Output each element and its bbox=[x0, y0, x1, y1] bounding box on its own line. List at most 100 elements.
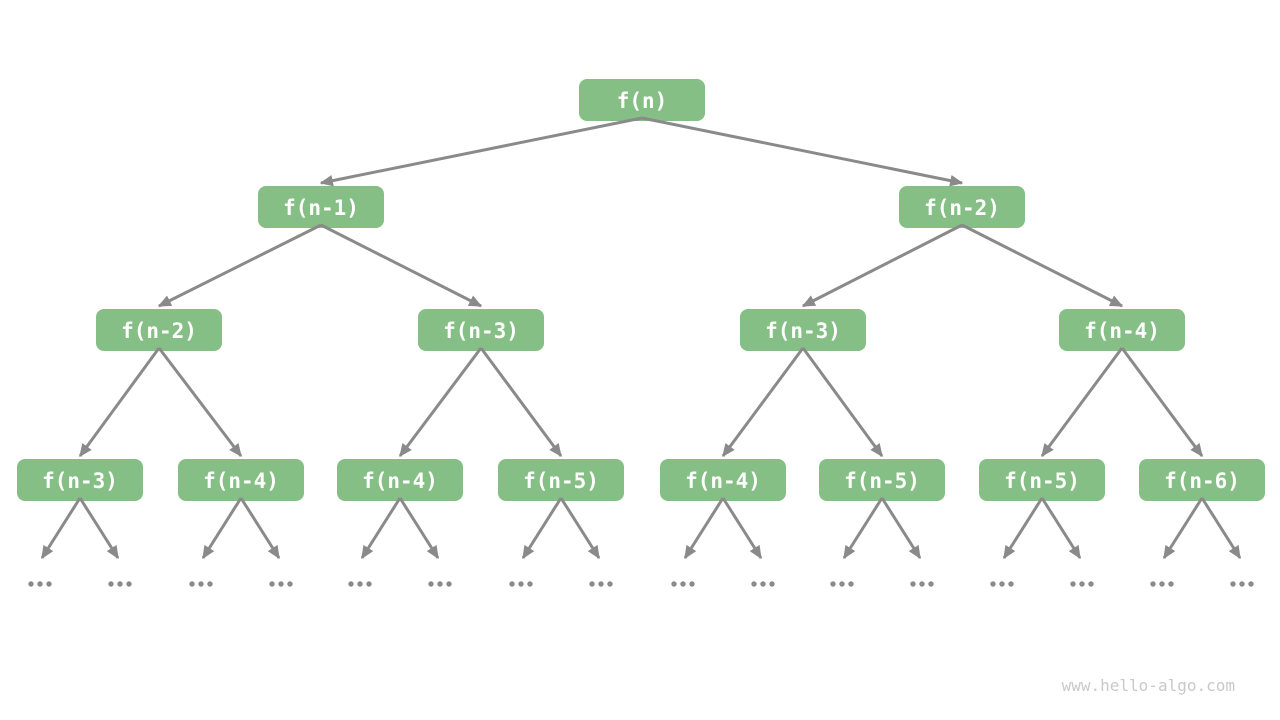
tree-node: f(n-1) bbox=[258, 186, 384, 228]
tree-edge bbox=[201, 497, 243, 560]
tree-node-label: f(n-4) bbox=[362, 469, 438, 493]
ellipsis-dot bbox=[848, 581, 854, 587]
tree-node-box bbox=[498, 459, 624, 501]
tree-edge bbox=[78, 347, 161, 458]
ellipsis-dots bbox=[28, 581, 52, 587]
ellipsis-dots bbox=[1230, 581, 1254, 587]
ellipsis-dots bbox=[1150, 581, 1174, 587]
tree-node-label: f(n-4) bbox=[1084, 319, 1160, 343]
tree-edges-layer bbox=[40, 116, 1242, 560]
tree-node: f(n-2) bbox=[96, 309, 222, 351]
ellipsis-dot bbox=[126, 581, 132, 587]
tree-node-box bbox=[1059, 309, 1185, 351]
tree-node-label: f(n-5) bbox=[523, 469, 599, 493]
tree-node-box bbox=[740, 309, 866, 351]
ellipsis-dot bbox=[1150, 581, 1156, 587]
ellipsis-dot bbox=[46, 581, 52, 587]
ellipsis-dot bbox=[1159, 581, 1165, 587]
ellipsis-dots bbox=[1070, 581, 1094, 587]
tree-nodes-layer: f(n) f(n-1) f(n-2) f(n-2) f(n-3) f(n-3) f(n-4)… bbox=[17, 79, 1265, 501]
ellipsis-dot bbox=[117, 581, 123, 587]
ellipsis-dots bbox=[589, 581, 613, 587]
ellipsis-dots bbox=[428, 581, 452, 587]
tree-node-box bbox=[96, 309, 222, 351]
tree-node-box bbox=[579, 79, 705, 121]
ellipsis-dot bbox=[830, 581, 836, 587]
tree-edge bbox=[398, 347, 483, 458]
tree-node-box bbox=[418, 309, 544, 351]
ellipsis-dot bbox=[589, 581, 595, 587]
ellipsis-dots bbox=[830, 581, 854, 587]
tree-node-box bbox=[258, 186, 384, 228]
ellipsis-dot bbox=[446, 581, 452, 587]
ellipsis-dot bbox=[999, 581, 1005, 587]
tree-node: f(n-5) bbox=[498, 459, 624, 501]
tree-node-box bbox=[1139, 459, 1265, 501]
tree-node-label: f(n-6) bbox=[1164, 469, 1240, 493]
tree-node: f(n-3) bbox=[418, 309, 544, 351]
ellipsis-dots bbox=[910, 581, 934, 587]
ellipsis-dot bbox=[348, 581, 354, 587]
ellipsis-dots bbox=[990, 581, 1014, 587]
tree-node-label: f(n-1) bbox=[283, 196, 359, 220]
ellipsis-dot bbox=[990, 581, 996, 587]
ellipsis-dot bbox=[1070, 581, 1076, 587]
ellipsis-dot bbox=[769, 581, 775, 587]
tree-edge bbox=[683, 497, 725, 560]
ellipsis-dot bbox=[28, 581, 34, 587]
tree-node: f(n-2) bbox=[899, 186, 1025, 228]
ellipsis-dot bbox=[910, 581, 916, 587]
ellipsis-dot bbox=[269, 581, 275, 587]
ellipsis-dot bbox=[760, 581, 766, 587]
tree-node-box bbox=[660, 459, 786, 501]
tree-node-label: f(n-3) bbox=[765, 319, 841, 343]
tree-edge bbox=[1120, 347, 1204, 458]
ellipsis-dot bbox=[207, 581, 213, 587]
ellipsis-dot bbox=[287, 581, 293, 587]
tree-edge bbox=[157, 223, 322, 308]
ellipsis-dot bbox=[928, 581, 934, 587]
tree-node: f(n-5) bbox=[819, 459, 945, 501]
tree-edge bbox=[1002, 497, 1044, 560]
ellipsis-dot bbox=[366, 581, 372, 587]
tree-node: f(n-4) bbox=[178, 459, 304, 501]
tree-node-label: f(n-5) bbox=[1004, 469, 1080, 493]
ellipsis-dots bbox=[108, 581, 132, 587]
tree-node-label: f(n-2) bbox=[121, 319, 197, 343]
tree-node-box bbox=[17, 459, 143, 501]
tree-edge bbox=[801, 347, 884, 458]
tree-edge bbox=[1040, 497, 1082, 560]
tree-edge bbox=[559, 497, 601, 560]
ellipsis-dot bbox=[518, 581, 524, 587]
tree-edge bbox=[721, 497, 763, 560]
ellipsis-dot bbox=[751, 581, 757, 587]
tree-edge bbox=[78, 497, 120, 560]
tree-edge bbox=[880, 497, 922, 560]
tree-edge bbox=[319, 116, 643, 187]
ellipsis-dot bbox=[1248, 581, 1254, 587]
tree-node-label: f(n-4) bbox=[685, 469, 761, 493]
tree-node: f(n-5) bbox=[979, 459, 1105, 501]
tree-edge bbox=[479, 347, 563, 458]
ellipsis-dots bbox=[189, 581, 213, 587]
ellipsis-dot bbox=[919, 581, 925, 587]
tree-edge bbox=[961, 223, 1124, 308]
tree-node-label: f(n) bbox=[617, 89, 668, 113]
tree-edge bbox=[320, 223, 483, 308]
tree-node-box bbox=[899, 186, 1025, 228]
tree-node-box bbox=[819, 459, 945, 501]
tree-ellipsis-layer bbox=[28, 581, 1254, 587]
tree-edge bbox=[239, 497, 281, 560]
ellipsis-dot bbox=[607, 581, 613, 587]
tree-edge bbox=[1162, 497, 1204, 560]
ellipsis-dot bbox=[108, 581, 114, 587]
tree-node-box bbox=[979, 459, 1105, 501]
tree-node: f(n-3) bbox=[740, 309, 866, 351]
ellipsis-dot bbox=[598, 581, 604, 587]
ellipsis-dot bbox=[671, 581, 677, 587]
ellipsis-dot bbox=[689, 581, 695, 587]
ellipsis-dot bbox=[1230, 581, 1236, 587]
tree-edge bbox=[157, 347, 243, 458]
ellipsis-dot bbox=[509, 581, 515, 587]
